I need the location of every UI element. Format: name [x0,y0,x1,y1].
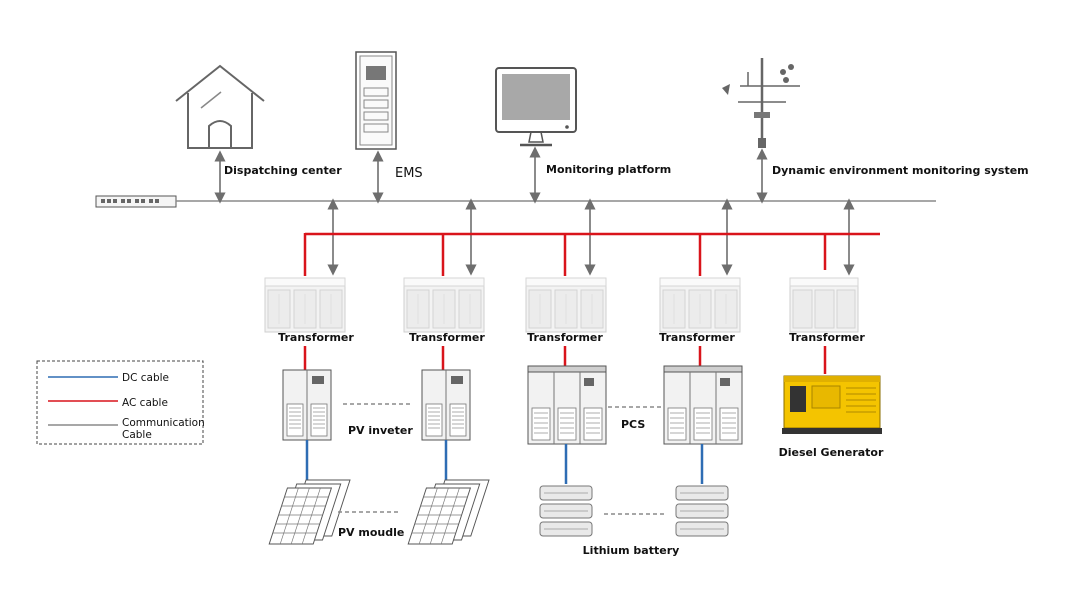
battery-stack-icon [539,485,593,537]
transformer-icon [789,277,859,333]
network-switch-icon [95,195,177,208]
legend-ac-label: AC cable [122,397,168,409]
ems-label: EMS [395,166,423,181]
transformer-label: Transformer [278,331,354,344]
transformer-label: Transformer [409,331,485,344]
transformer-label: Transformer [527,331,603,344]
legend-comm-label-line1: Communication [122,417,205,429]
lithium-battery-label: Lithium battery [583,544,680,557]
inverter-icon [421,369,471,441]
dispatching-center-label: Dispatching center [224,164,342,177]
ems-cabinet-icon [355,51,397,150]
transformer-icon [264,277,346,333]
legend-comm-label-line2: Cable [122,429,152,441]
pv-module-label: PV moudle [338,526,404,539]
legend: DC cable AC cable Communication Cable [36,360,205,445]
environment-monitoring-label: Dynamic environment monitoring system [772,164,1029,177]
transformer-icon [659,277,741,333]
monitoring-platform-label: Monitoring platform [546,163,671,176]
pv-inverter-label: PV inveter [348,424,413,437]
legend-dc-label: DC cable [122,372,169,384]
monitor-icon [495,67,577,147]
diesel-generator-icon [782,375,882,434]
pcs-icon [527,365,607,445]
inverter-icon [282,369,332,441]
transformer-label: Transformer [789,331,865,344]
dc-links [305,440,704,484]
transformer-icon [525,277,607,333]
solar-panel-icon [407,479,490,545]
transformer-label: Transformer [659,331,735,344]
battery-stack-icon [675,485,729,537]
transformer-icon [403,277,485,333]
ac-links [303,346,827,374]
pcs-label: PCS [621,418,645,431]
house-icon [175,64,265,149]
communication-bus [176,146,936,276]
ac-bus [303,232,880,276]
pcs-icon [663,365,743,445]
diesel-generator-label: Diesel Generator [779,446,884,459]
weather-station-icon [722,58,800,148]
